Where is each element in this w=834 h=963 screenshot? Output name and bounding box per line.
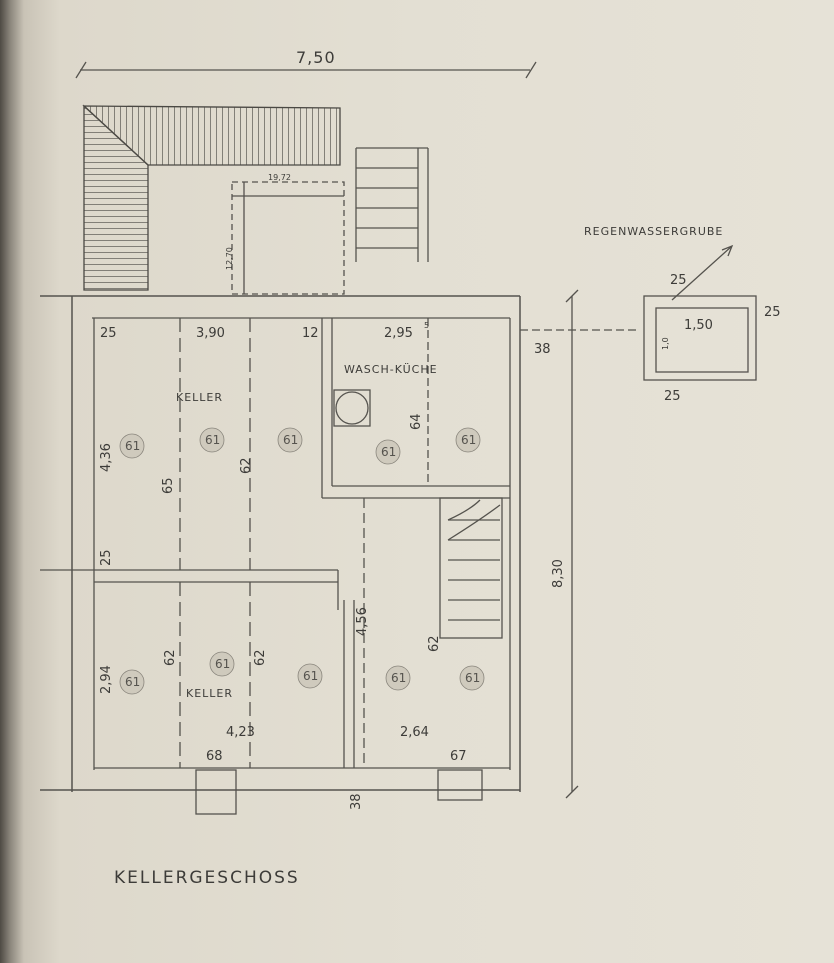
overall-depth-dim: 8,30 [551,559,566,588]
dim-62-b: 62 [163,649,178,666]
dim-65: 65 [161,477,176,494]
level-tag: 61 [215,657,231,671]
level-tag: 61 [461,433,477,447]
room-label-keller-bottom: KELLER [186,687,234,700]
pit-wall-right: 25 [764,305,781,320]
room-label-keller-top: KELLER [176,391,224,404]
dim-62-c: 62 [253,649,268,666]
light-well-width-dim: 19,72 [268,173,291,182]
window-bottom-left [195,769,237,815]
dim-bottom-width: 4,23 [226,725,255,740]
level-tag: 61 [465,671,481,685]
dim-wall-left-top: 25 [100,326,117,341]
level-tag: 61 [391,671,407,685]
exterior-stairs [355,147,429,262]
dim-62-d: 62 [427,635,442,652]
dim-mid-wall: 25 [99,549,114,566]
level-tag: 61 [125,675,141,689]
dim-corridor-depth: 4,56 [355,607,370,636]
light-well [231,181,345,295]
dim-window-left: 68 [206,749,223,764]
level-tag: 61 [125,439,141,453]
level-tag-circles [119,427,485,695]
pit-wall-top: 25 [670,273,687,288]
dim-bottom-depth: 2,94 [99,665,114,694]
overall-width-dim: 7,50 [296,48,336,67]
light-well-depth-dim: 12,70 [225,247,234,270]
rainwater-pit-inner [655,307,749,373]
level-tag: 61 [205,433,221,447]
dim-62-a: 62 [239,457,254,474]
dim-stair-width: 2,64 [400,725,429,740]
level-tag: 61 [303,669,319,683]
dim-wall-right: 38 [534,342,551,357]
rainwater-pit-label: REGENWASSERGRUBE [584,225,724,238]
stair-treads [447,499,501,621]
dim-inner-wall: 12 [302,326,319,341]
pit-inner-width: 1,50 [684,318,713,333]
dim-wasch-width: 2,95 [384,326,413,341]
dim-window-right: 67 [450,749,467,764]
washing-boiler [335,391,369,425]
level-tag: 61 [381,445,397,459]
dim-keller-width: 3,90 [196,326,225,341]
dim-wall-small: 5 [424,321,430,330]
dim-keller-depth: 4,36 [99,443,114,472]
interior-stairs [439,497,503,639]
retaining-wall-left [83,104,149,291]
drawing-title: KELLERGESCHOSS [114,868,300,888]
level-tag: 61 [283,433,299,447]
dim-64-wasch: 64 [409,413,424,430]
room-label-waschkueche: WASCH-KÜCHE [344,363,438,376]
pit-wall-bottom: 25 [664,389,681,404]
window-bottom-right [437,769,483,801]
dim-wall-bottom: 38 [349,793,364,810]
rainwater-pit-outer [643,295,757,381]
pit-inner-depth: 1,0 [661,337,670,350]
